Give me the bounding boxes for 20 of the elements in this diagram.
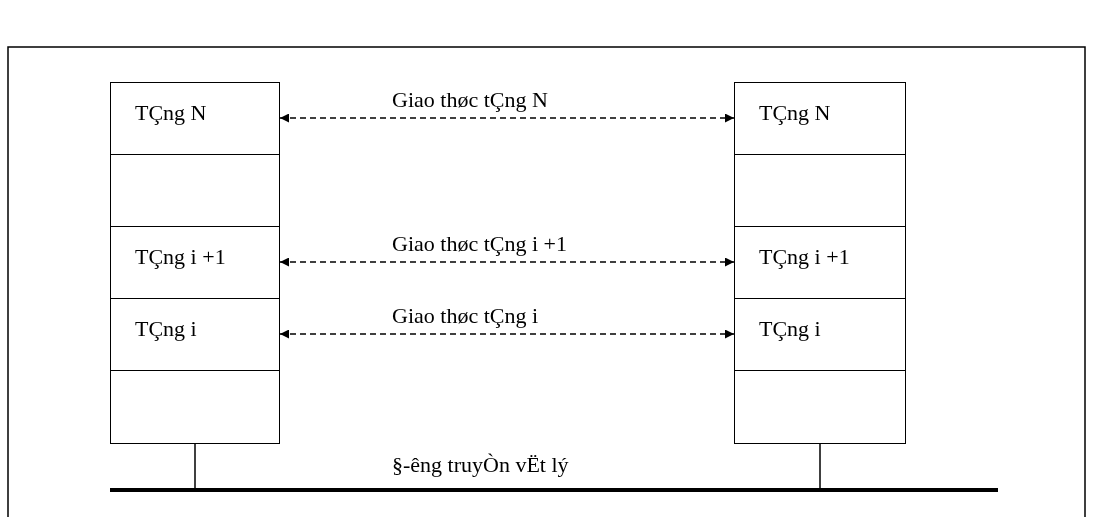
layer-label: TÇng i +1: [759, 245, 851, 269]
layer-label: TÇng N: [759, 101, 832, 125]
layer-label: TÇng i +1: [135, 245, 227, 269]
layer-box: [734, 298, 906, 372]
double-arrow: [279, 329, 735, 339]
double-arrow: [279, 257, 735, 267]
double-arrow: [279, 113, 735, 123]
empty-layer-box: [110, 154, 280, 228]
layer-box: [110, 226, 280, 300]
empty-layer-box: [734, 370, 906, 444]
bus-label: §-êng truyÒn vËt lý: [392, 452, 569, 478]
empty-layer-box: [110, 370, 280, 444]
layer-box: [734, 226, 906, 300]
layer-label: TÇng i: [759, 317, 822, 341]
empty-layer-box: [734, 154, 906, 228]
layer-label: TÇng N: [135, 101, 208, 125]
layer-box: [110, 298, 280, 372]
layer-box: [110, 82, 280, 156]
layer-box: [734, 82, 906, 156]
layer-label: TÇng i: [135, 317, 198, 341]
